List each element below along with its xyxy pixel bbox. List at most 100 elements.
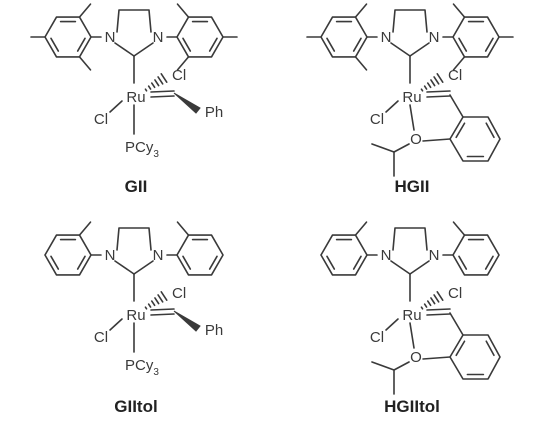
ru-cl-bond: [109, 318, 123, 331]
ruthenium-label: Ru: [126, 89, 145, 106]
ru-c-double-bond: [426, 95, 451, 98]
ruthenium-label: Ru: [402, 307, 421, 324]
hashed-wedge: [144, 88, 148, 92]
structure-caption-gii: GII: [125, 177, 148, 196]
structure-caption-hgiitol: HGIItol: [384, 397, 440, 416]
oxygen-label: O: [410, 349, 422, 366]
methyl-bond: [176, 221, 190, 236]
methyl-bond: [176, 56, 190, 71]
imidazolidine-backbone: [116, 9, 152, 33]
aryl-ring-right: [176, 16, 224, 58]
methyl-bond: [354, 3, 368, 18]
phosphine-label: PCy3: [125, 139, 159, 160]
hashed-wedge: [157, 76, 164, 85]
nitrogen-label: N: [105, 29, 116, 46]
aryl-ring-chelate: [449, 334, 501, 380]
methyl-bond: [78, 56, 92, 71]
phenyl-label: Ph: [205, 322, 223, 339]
chlorine-label-lower: Cl: [94, 111, 108, 128]
n-c-bond: [390, 260, 411, 275]
aromatic-double-bond: [352, 255, 362, 270]
ru-c-double-bond: [150, 313, 175, 316]
ru-c-double-bond: [426, 313, 451, 316]
n-c-bond: [114, 42, 135, 57]
methyl-bond: [452, 3, 466, 18]
nitrogen-label: N: [153, 247, 164, 264]
chlorine-label-upper: Cl: [448, 285, 462, 302]
imidazolidine-backbone: [392, 227, 428, 251]
o-ipr-bond: [393, 361, 410, 371]
oxygen-label: O: [410, 131, 422, 148]
hashed-wedge: [433, 76, 440, 85]
ru-c-double-bond: [150, 308, 175, 311]
imidazolidine-backbone: [116, 227, 152, 251]
hashed-wedge: [154, 79, 160, 87]
nitrogen-label: N: [153, 29, 164, 46]
aryl-ring-chelate: [449, 116, 501, 162]
o-aryl-bond: [422, 138, 451, 142]
aryl-ring-right: [452, 16, 500, 58]
structure-caption-giitol: GIItol: [114, 397, 157, 416]
methyl-bond: [78, 221, 92, 236]
chlorine-label-upper: Cl: [172, 67, 186, 84]
phosphine-subscript: 3: [153, 367, 159, 378]
aromatic-double-bond: [76, 255, 86, 270]
aromatic-double-bond: [182, 255, 192, 270]
ru-cl-bond: [109, 100, 123, 113]
ru-c-double-bond: [150, 95, 175, 98]
aromatic-double-bond: [458, 37, 468, 52]
methyl-bond: [452, 56, 466, 71]
aromatic-double-bond: [208, 37, 218, 52]
n-c-bond: [114, 260, 135, 275]
hashed-wedge: [420, 88, 424, 92]
isopropyl-methyl-bond: [371, 361, 395, 371]
nitrogen-label: N: [429, 29, 440, 46]
aromatic-double-bond: [485, 122, 495, 139]
hashed-wedge: [426, 82, 432, 89]
aromatic-double-bond: [458, 255, 468, 270]
ru-cl-bond: [385, 318, 399, 331]
o-aryl-bond: [422, 356, 451, 360]
aromatic-double-bond: [50, 37, 60, 52]
structure-caption-hgii: HGII: [395, 177, 430, 196]
nitrogen-label: N: [429, 247, 440, 264]
aryl-ring-right: [176, 234, 224, 276]
ru-o-bond: [409, 322, 415, 349]
o-ipr-bond: [393, 143, 410, 153]
aromatic-double-bond: [50, 255, 60, 270]
imidazolidine-backbone: [392, 9, 428, 33]
hashed-wedge: [147, 85, 152, 90]
hashed-wedge: [436, 73, 444, 83]
chlorine-label-lower: Cl: [370, 329, 384, 346]
benzylidene-bond: [449, 94, 464, 118]
phosphine-subscript: 3: [153, 149, 159, 160]
aryl-ring-left: [320, 16, 368, 58]
phenyl-label: Ph: [205, 104, 223, 121]
aromatic-double-bond: [352, 37, 362, 52]
hashed-wedge: [160, 291, 168, 301]
methyl-bond: [452, 221, 466, 236]
chlorine-label-lower: Cl: [94, 329, 108, 346]
benzylidene-bond: [449, 312, 464, 336]
n-c-bond: [409, 260, 430, 275]
aromatic-double-bond: [208, 255, 218, 270]
n-c-bond: [133, 42, 154, 57]
aromatic-double-bond: [326, 37, 336, 52]
hashed-wedge: [430, 297, 436, 305]
methyl-bond: [354, 221, 368, 236]
hashed-wedge: [423, 85, 428, 90]
hashed-wedge: [150, 300, 156, 307]
phosphine-text: PCy: [125, 357, 154, 374]
phosphine-label: PCy3: [125, 357, 159, 378]
nitrogen-label: N: [381, 29, 392, 46]
chlorine-label-upper: Cl: [172, 285, 186, 302]
chlorine-label-upper: Cl: [448, 67, 462, 84]
solid-wedge: [173, 310, 201, 332]
ru-c-double-bond: [150, 90, 175, 93]
aromatic-double-bond: [484, 255, 494, 270]
hashed-wedge: [144, 306, 148, 310]
